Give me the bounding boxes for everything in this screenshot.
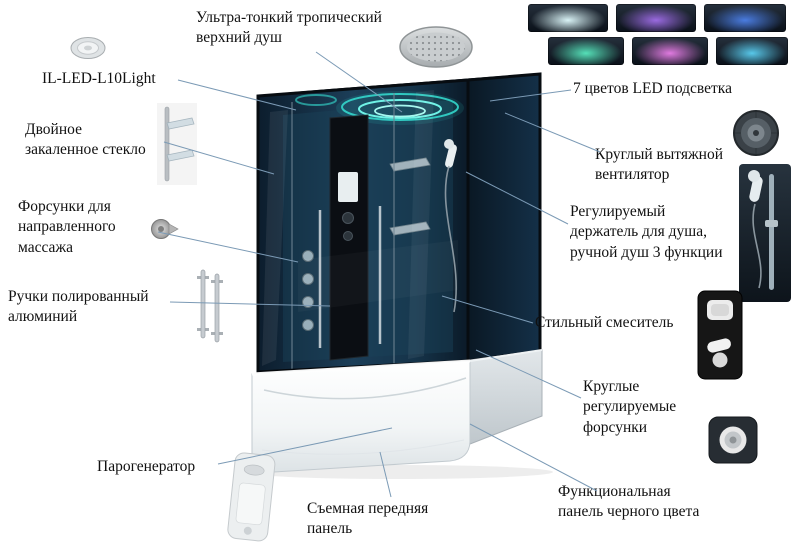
massage-jet-image <box>147 212 183 253</box>
led-color-swatch-white <box>528 4 608 32</box>
round-jet-image <box>708 416 758 469</box>
label-front-panel: Съемная передняя панель <box>307 500 429 538</box>
cabin-side-glass <box>466 72 542 364</box>
label-steam-generator: Парогенератор <box>97 458 196 475</box>
mixer-image <box>697 290 743 385</box>
label-function-panel: Функциональная панель черного цвета <box>558 483 700 521</box>
hand-shower <box>444 139 458 313</box>
label-top-shower: Ультра-тонкий тропический верхний душ <box>196 9 382 47</box>
label-round-jets: Круглые регулируемые форсунки <box>583 378 677 436</box>
control-display <box>338 172 358 202</box>
corner-shelf <box>389 221 431 236</box>
label-shower-holder: Регулируемый держатель для душа, ручной … <box>570 203 723 261</box>
label-led-backlight: 7 цветов LED подсветка <box>573 80 732 97</box>
label-exhaust-fan: Круглый вытяжной вентилятор <box>595 146 724 184</box>
jet <box>302 250 314 262</box>
label-tempered-glass: Двойное закаленное стекло <box>25 121 146 159</box>
shower-cabin-image <box>228 60 564 485</box>
jet <box>302 319 314 331</box>
rain-showerhead-image <box>396 22 476 77</box>
shower-cabin-drawing <box>243 72 553 479</box>
label-mixer: Стильный смеситель <box>535 314 674 331</box>
exhaust-fan-image <box>731 108 781 163</box>
led-color-swatch-blue <box>704 4 786 32</box>
label-massage-jets: Форсунки для направленного массажа <box>18 198 116 256</box>
shower-holder-image <box>739 164 791 307</box>
label-handles: Ручки полированный алюминий <box>8 288 149 326</box>
corner-shelf <box>389 157 431 172</box>
led-color-swatch-pink <box>632 37 708 65</box>
led-ceiling-light-image <box>66 34 110 67</box>
tub-side <box>469 349 543 445</box>
handles-image <box>191 264 227 351</box>
tub-front-panel <box>251 360 471 473</box>
led-color-swatch-green <box>548 37 624 65</box>
led-color-swatch-cyan <box>716 37 788 65</box>
glass-shelf-image <box>157 103 197 190</box>
steam-generator-image <box>221 448 283 549</box>
led-color-swatch-violet <box>616 4 696 32</box>
label-model: IL-LED-L10Light <box>42 70 156 87</box>
jet <box>302 273 314 285</box>
